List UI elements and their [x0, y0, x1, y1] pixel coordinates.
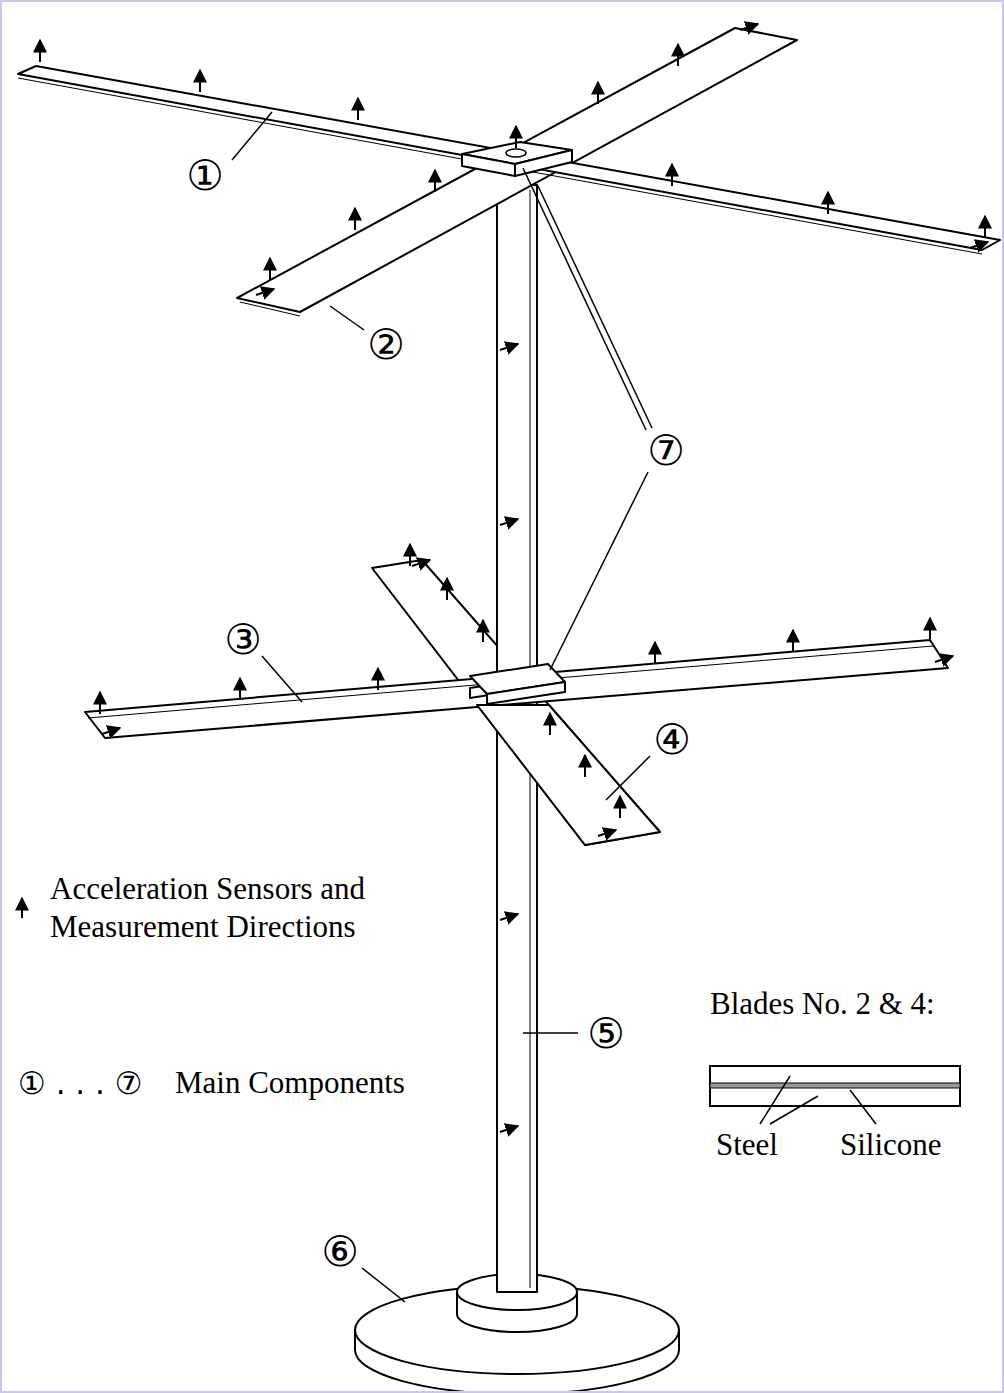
- sensor-arrow: [354, 208, 356, 230]
- sensor-arrow: [970, 242, 988, 248]
- sensor-arrow: [239, 678, 241, 700]
- sensor-arrow: [269, 258, 271, 280]
- sensor-arrow: [549, 713, 551, 735]
- sensor-arrow: [500, 1126, 518, 1132]
- callout-number: ⑦: [647, 428, 685, 474]
- sensor-arrow: [39, 40, 41, 62]
- sensor-arrow: [102, 728, 120, 734]
- sensor-arrow: [446, 578, 448, 600]
- legend-arrow: [21, 898, 23, 918]
- sensor-arrow: [584, 755, 586, 777]
- sensor-arrow: [500, 914, 518, 920]
- sensor-arrow: [792, 630, 794, 652]
- legend-text: Acceleration Sensors and Measurement Dir…: [50, 870, 430, 946]
- sensor-arrow: [409, 544, 411, 566]
- legend-text: Main Components: [175, 1064, 475, 1102]
- sensor-arrow: [515, 126, 517, 148]
- callout-number: ③: [224, 617, 262, 663]
- sensor-arrow: [929, 618, 931, 640]
- sensor-arrow: [935, 656, 953, 662]
- sensor-arrow: [377, 668, 379, 690]
- sensor-arrow: [598, 830, 616, 836]
- sensor-arrow: [597, 82, 599, 104]
- blade: [18, 66, 1000, 250]
- sensor-arrow: [984, 216, 986, 238]
- blade-section: [710, 1066, 960, 1124]
- label: Steel: [716, 1126, 778, 1164]
- sensor-arrow: [434, 170, 436, 192]
- label: ① . . . ⑦: [18, 1064, 143, 1102]
- blade: [237, 28, 797, 312]
- sensor-arrow: [357, 98, 359, 120]
- sensor-arrow: [199, 70, 201, 92]
- sensor-arrow: [654, 642, 656, 664]
- label: Blades No. 2 & 4:: [710, 985, 935, 1023]
- sensor-arrow: [99, 692, 101, 714]
- label: Silicone: [840, 1126, 942, 1164]
- sensor-arrow: [500, 519, 518, 525]
- sensor-arrow: [740, 24, 758, 30]
- sensor-arrow: [677, 44, 679, 66]
- callout-number: ④: [653, 717, 691, 763]
- leader-lines: [232, 112, 652, 1302]
- sensor-arrow: [256, 289, 274, 295]
- callout-number: ②: [367, 322, 405, 368]
- sensor-arrow: [619, 796, 621, 818]
- sensor-arrow: [500, 344, 518, 350]
- sensor-arrow: [482, 620, 484, 642]
- callout-number: ⑤: [587, 1011, 625, 1057]
- callout-number: ①: [186, 153, 224, 199]
- callout-number: ⑥: [321, 1229, 359, 1275]
- sensor-arrow: [412, 560, 430, 566]
- sensor-arrow: [827, 192, 829, 214]
- sensor-arrow: [671, 164, 673, 186]
